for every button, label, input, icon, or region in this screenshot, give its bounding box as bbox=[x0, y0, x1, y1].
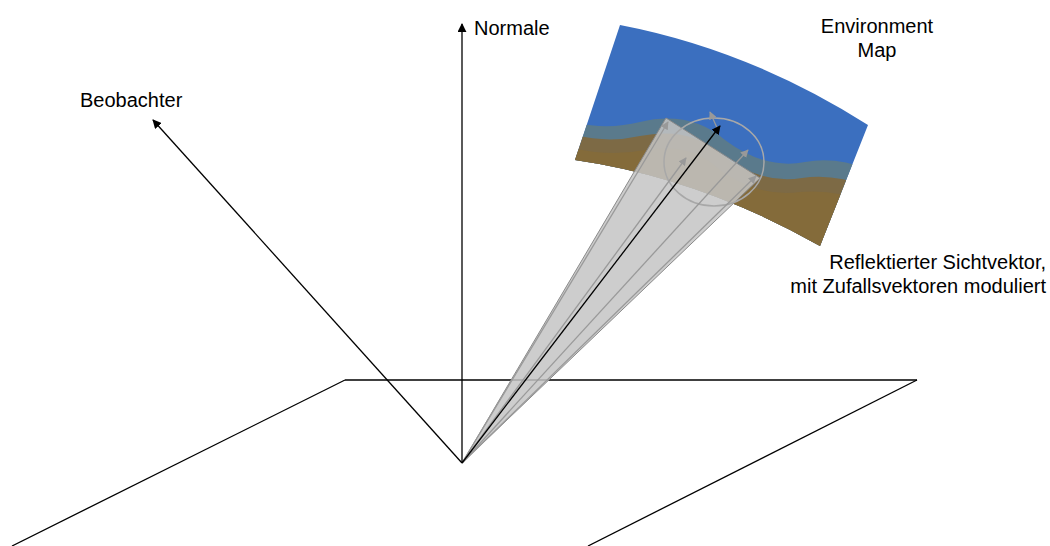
map-label: Environment Map bbox=[812, 14, 942, 62]
random-vectors bbox=[462, 112, 756, 463]
vector-label: Reflektierter Sichtvektor, mit Zufallsve… bbox=[600, 250, 1046, 298]
vectors bbox=[153, 24, 720, 463]
surface-plane bbox=[12, 380, 917, 546]
vector-label: Beobachter bbox=[80, 88, 240, 112]
sampling-cone bbox=[462, 118, 760, 463]
vector-label: Normale bbox=[474, 16, 614, 40]
sampling-circle bbox=[664, 118, 764, 206]
